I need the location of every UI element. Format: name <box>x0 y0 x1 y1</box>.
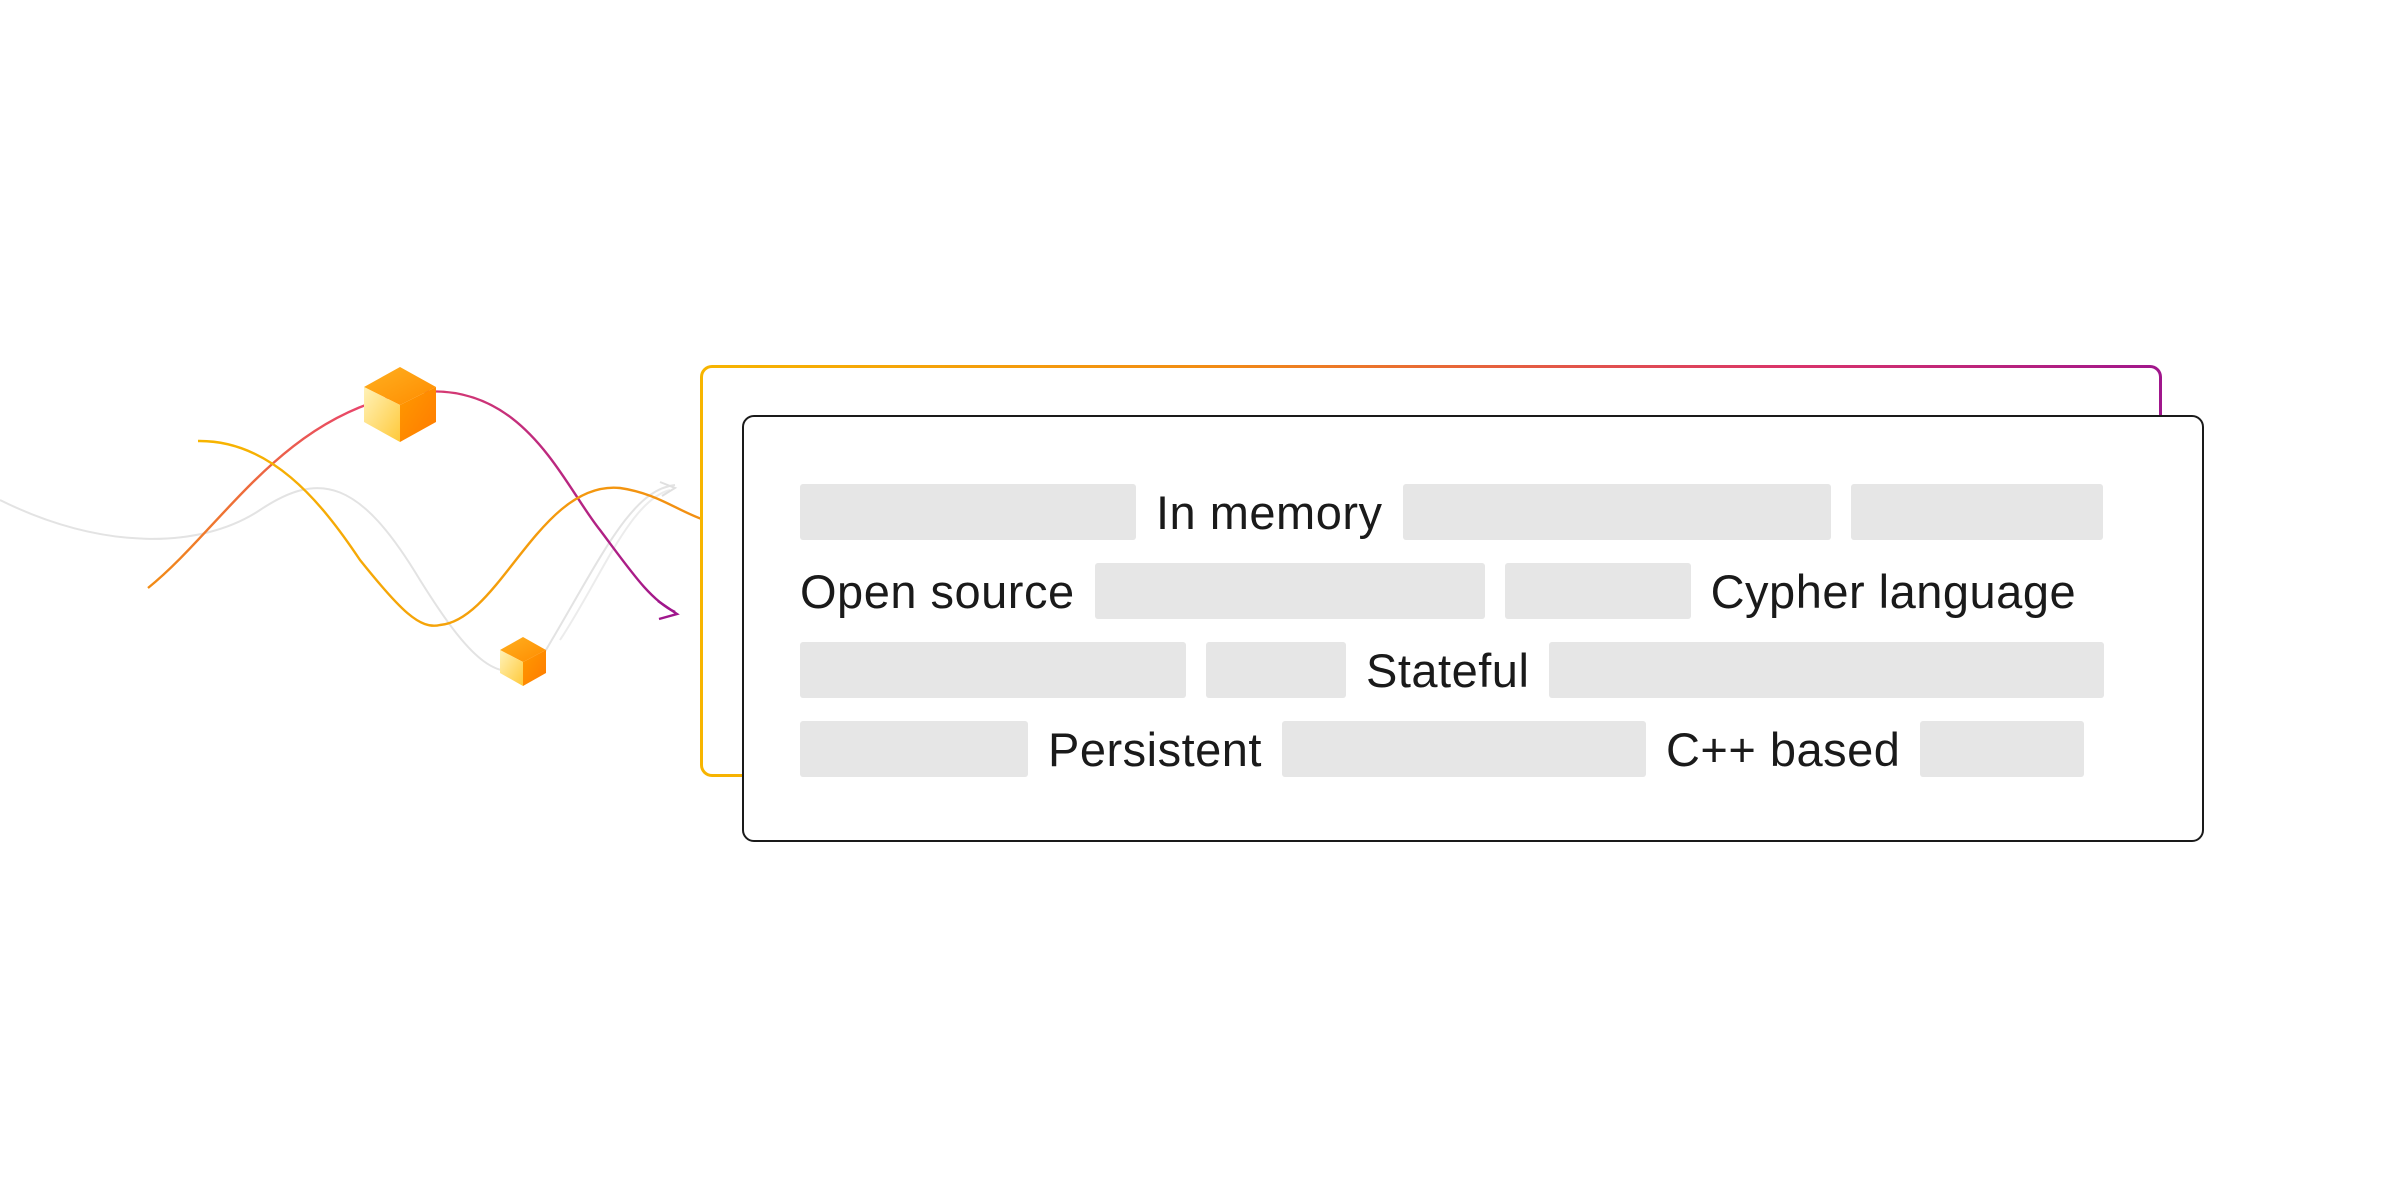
text-placeholder <box>800 721 1028 777</box>
grey-arrow-icon <box>659 481 678 497</box>
text-placeholder <box>1206 642 1346 698</box>
feature-row: In memory <box>800 483 2146 541</box>
grey-curve <box>0 484 676 673</box>
arrow-icon <box>657 600 680 621</box>
orange-curve <box>197 439 736 627</box>
keyword-open-source: Open source <box>800 564 1075 618</box>
keyword-cpp-based: C++ based <box>1665 722 1901 776</box>
text-placeholder <box>1504 563 1691 619</box>
grey-arrow-curve <box>559 489 671 641</box>
text-placeholder <box>1850 484 2103 540</box>
text-placeholder <box>1281 721 1646 777</box>
keyword-persistent: Persistent <box>1048 722 1262 776</box>
feature-row: Persistent C++ based <box>800 720 2146 778</box>
text-placeholder <box>800 484 1136 540</box>
text-placeholder <box>1920 721 2085 777</box>
red-purple-curve <box>147 390 676 614</box>
text-placeholder <box>1094 563 1485 619</box>
text-placeholder <box>800 642 1186 698</box>
feature-row: Stateful <box>800 641 2146 699</box>
keyword-stateful: Stateful <box>1366 643 1530 697</box>
feature-card: In memory Open source Cypher language St… <box>742 415 2204 842</box>
cube-icon-large <box>364 367 436 442</box>
keyword-cypher-language: Cypher language <box>1710 564 2077 618</box>
feature-row: Open source Cypher language <box>800 562 2146 620</box>
text-placeholder <box>1402 484 1831 540</box>
text-placeholder <box>1549 642 2105 698</box>
keyword-in-memory: In memory <box>1156 485 1383 539</box>
cube-icon-small <box>500 637 546 686</box>
